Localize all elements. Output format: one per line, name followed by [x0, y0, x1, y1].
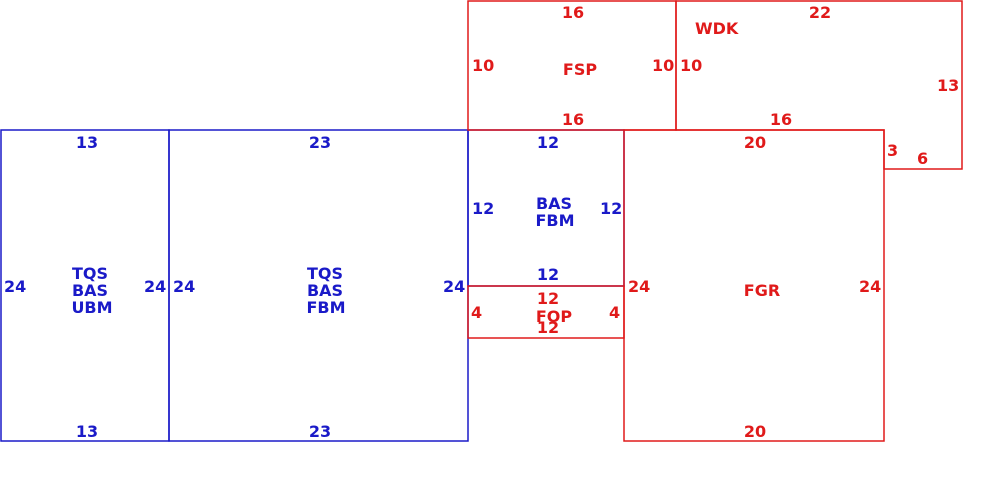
mid-room-label-2: BAS: [307, 281, 343, 300]
fop-label: FOP: [536, 307, 573, 326]
mid-room-label-1: TQS: [307, 264, 343, 283]
small-room-left-dimension: 12: [472, 199, 494, 218]
fsp-left-dimension: 10: [472, 56, 494, 75]
fop-top-dimension: 12: [537, 289, 559, 308]
wdk-right-dimension: 13: [937, 76, 959, 95]
left-room-label-2: BAS: [72, 281, 108, 300]
left-room-label-1: TQS: [72, 264, 108, 283]
wdk-label: WDK: [695, 19, 739, 38]
fsp-bottom-dimension: 16: [562, 110, 584, 129]
fgr-top-dimension: 20: [744, 133, 766, 152]
wdk-notch-vertical-dimension: 3: [887, 141, 898, 160]
left-room-top-dimension: 13: [76, 133, 98, 152]
left-room-right-dimension: 24: [144, 277, 166, 296]
fgr-left-dimension: 24: [628, 277, 650, 296]
left-room-label-3: UBM: [71, 298, 112, 317]
mid-room-bottom-dimension: 23: [309, 422, 331, 441]
fop-left-dimension: 4: [471, 303, 482, 322]
small-room-right-dimension: 12: [600, 199, 622, 218]
left-room-bottom-dimension: 13: [76, 422, 98, 441]
fsp-label: FSP: [563, 60, 597, 79]
fsp-top-dimension: 16: [562, 3, 584, 22]
fsp-right-dimension: 10: [652, 56, 674, 75]
small-room-top-dimension: 12: [537, 133, 559, 152]
fgr-right-dimension: 24: [859, 277, 881, 296]
fop-outline: [467, 285, 625, 339]
wdk-left-dimension: 10: [680, 56, 702, 75]
fop-bottom-dimension: 12: [537, 318, 559, 337]
small-room-label-2: FBM: [535, 211, 574, 230]
small-room-label-1: BAS: [536, 194, 572, 213]
fgr-label: FGR: [744, 281, 780, 300]
fop-right-dimension: 4: [609, 303, 620, 322]
wdk-notch-horizontal-dimension: 6: [917, 149, 928, 168]
small-room-bottom-dimension: 12: [537, 265, 559, 284]
wdk-bottom-dimension: 16: [770, 110, 792, 129]
mid-room-right-dimension: 24: [443, 277, 465, 296]
mid-room-top-dimension: 23: [309, 133, 331, 152]
left-room-left-dimension: 24: [4, 277, 26, 296]
fgr-bottom-dimension: 20: [744, 422, 766, 441]
mid-room-label-3: FBM: [306, 298, 345, 317]
wdk-top-dimension: 22: [809, 3, 831, 22]
mid-room-left-dimension: 24: [173, 277, 195, 296]
